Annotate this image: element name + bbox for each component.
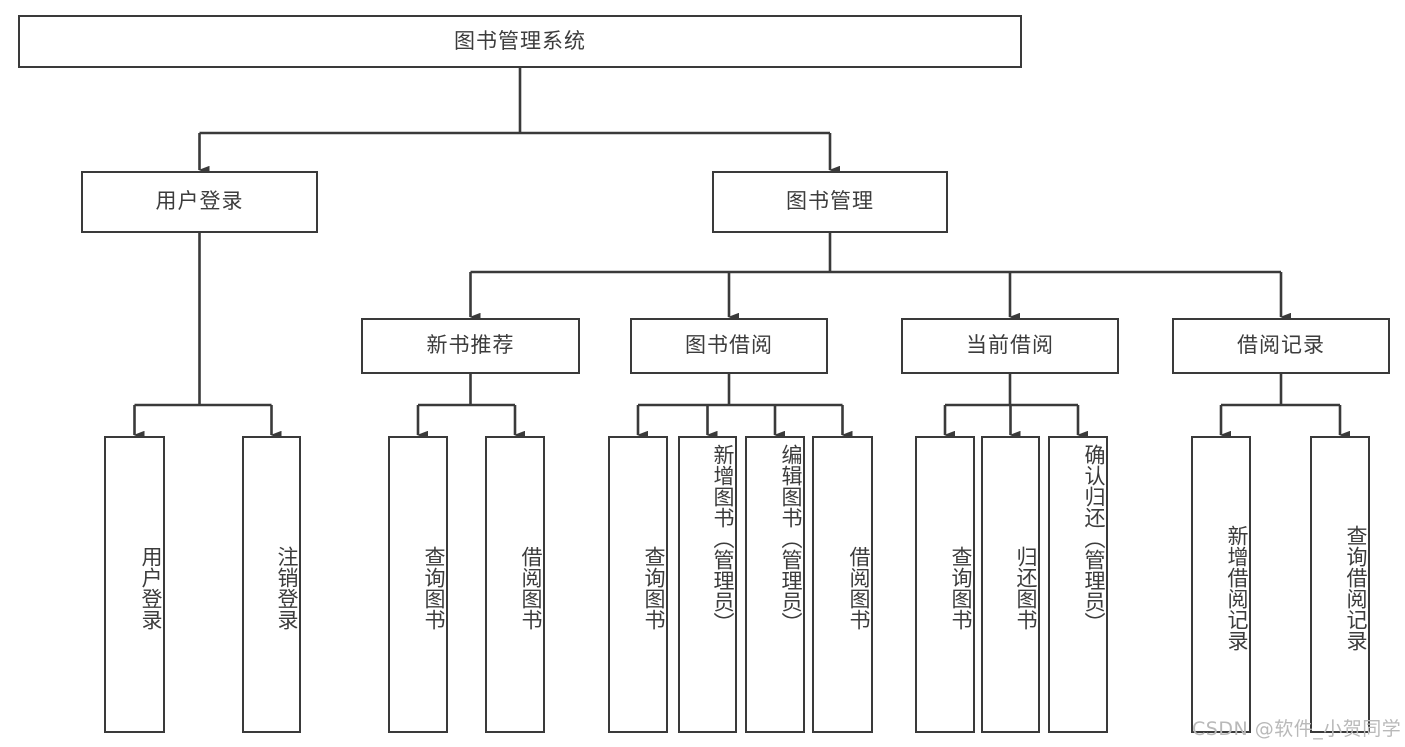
node-root-label: 图书管理系统 (454, 28, 586, 53)
node-current-borrow[interactable]: 当前借阅 (901, 318, 1119, 374)
leaf-borrow-book[interactable]: 借阅图书 (812, 436, 873, 733)
node-book-manage-label: 图书管理 (786, 189, 874, 214)
node-new-book-recommend[interactable]: 新书推荐 (361, 318, 580, 374)
leaf-edit-book-admin[interactable]: 编辑图书（管理员） (745, 436, 805, 733)
leaf-query-book-recommend[interactable]: 查询图书 (388, 436, 448, 733)
leaf-borrow-book-recommend[interactable]: 借阅图书 (485, 436, 545, 733)
node-book-manage[interactable]: 图书管理 (712, 171, 948, 233)
node-root[interactable]: 图书管理系统 (18, 15, 1022, 68)
node-book-borrow-label: 图书借阅 (685, 333, 773, 358)
node-current-borrow-label: 当前借阅 (966, 333, 1054, 358)
node-user-login[interactable]: 用户登录 (81, 171, 318, 233)
leaf-return-book[interactable]: 归还图书 (981, 436, 1040, 733)
node-borrow-record-label: 借阅记录 (1237, 333, 1325, 358)
leaf-user-login[interactable]: 用户登录 (104, 436, 165, 733)
leaf-query-book-current[interactable]: 查询图书 (915, 436, 975, 733)
edges-group (133, 68, 1350, 440)
leaf-add-borrow-record[interactable]: 新增借阅记录 (1191, 436, 1251, 733)
leaf-query-book-borrow[interactable]: 查询图书 (608, 436, 668, 733)
leaf-query-borrow-record[interactable]: 查询借阅记录 (1310, 436, 1370, 733)
node-user-login-label: 用户登录 (155, 189, 244, 214)
node-borrow-record[interactable]: 借阅记录 (1172, 318, 1390, 374)
node-new-book-recommend-label: 新书推荐 (426, 333, 515, 358)
node-book-borrow[interactable]: 图书借阅 (630, 318, 828, 374)
leaf-logout[interactable]: 注销登录 (242, 436, 301, 733)
watermark-credit: CSDN @软件_小贺同学 (1192, 718, 1402, 740)
leaf-confirm-return-admin[interactable]: 确认归还（管理员） (1048, 436, 1108, 733)
leaf-add-book-admin[interactable]: 新增图书（管理员） (678, 436, 737, 733)
